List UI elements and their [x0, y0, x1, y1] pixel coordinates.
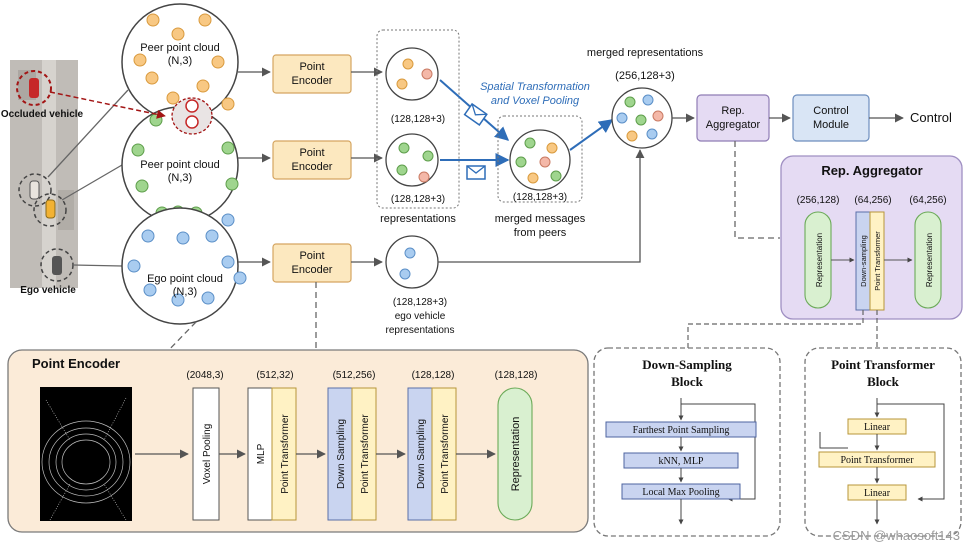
svg-text:Point Transformer: Point Transformer: [831, 357, 935, 372]
svg-text:Down Sampling: Down Sampling: [416, 419, 427, 489]
occluded-vehicle-label: Occluded vehicle: [1, 109, 84, 120]
svg-text:Block: Block: [671, 374, 704, 389]
rep-agg-detail-link: [734, 141, 780, 239]
message-envelope-icon: [463, 102, 488, 126]
ego-vehicle-label: Ego vehicle: [20, 285, 76, 296]
svg-text:kNN, MLP: kNN, MLP: [658, 456, 703, 467]
peer-cloud-1-shape: (N,3): [168, 55, 192, 67]
transform-label-2: and Voxel Pooling: [491, 95, 580, 107]
svg-text:merged messages: merged messages: [495, 213, 586, 225]
control-module-box: Control Module Control: [792, 94, 952, 142]
down-sampling-block: Down-Sampling Block Farthest Point Sampl…: [593, 347, 781, 537]
svg-text:Voxel Pooling: Voxel Pooling: [202, 424, 213, 485]
svg-text:Encoder: Encoder: [292, 161, 333, 173]
svg-text:(2048,3): (2048,3): [186, 370, 223, 381]
svg-text:Point Transformer: Point Transformer: [360, 414, 371, 494]
svg-text:Point: Point: [299, 250, 324, 262]
occluded-vehicle-marker: [16, 70, 52, 106]
svg-text:Representation: Representation: [510, 417, 522, 492]
svg-text:Linear: Linear: [864, 488, 891, 499]
svg-text:Control: Control: [813, 105, 848, 117]
point-encoder-detail: Point Encoder (2048,3) (512,32) (512,256…: [7, 349, 589, 533]
peer-repr-2-shape: (128,128+3): [391, 194, 445, 205]
svg-text:(256,128): (256,128): [797, 195, 840, 206]
svg-text:Farthest Point Sampling: Farthest Point Sampling: [633, 425, 730, 436]
transform-label-1: Spatial Transformation: [480, 81, 590, 93]
svg-text:Block: Block: [867, 374, 900, 389]
svg-text:Representation: Representation: [925, 233, 934, 287]
svg-text:representations: representations: [386, 325, 455, 336]
svg-text:Module: Module: [813, 119, 849, 131]
scene-connectors: [47, 89, 129, 267]
svg-text:(64,256): (64,256): [909, 195, 946, 206]
svg-text:ego vehicle: ego vehicle: [395, 311, 446, 322]
svg-text:Local Max Pooling: Local Max Pooling: [642, 487, 719, 498]
svg-text:(128,128): (128,128): [412, 370, 455, 381]
svg-text:Rep.: Rep.: [721, 105, 744, 117]
ego-representation: (128,128+3) ego vehicle representations: [385, 235, 455, 336]
svg-text:from peers: from peers: [514, 227, 567, 239]
point-encoder-2: Point Encoder: [238, 140, 383, 180]
peer-repr-1-shape: (128,128+3): [391, 114, 445, 125]
svg-text:Down-sampling: Down-sampling: [859, 235, 868, 287]
svg-text:Point Transformer: Point Transformer: [840, 455, 914, 466]
control-output-label: Control: [910, 110, 952, 125]
svg-text:Down Sampling: Down Sampling: [336, 419, 347, 489]
point-encoder-1: Point Encoder: [238, 54, 383, 94]
svg-text:Rep. Aggregator: Rep. Aggregator: [821, 163, 922, 178]
svg-text:Point: Point: [299, 147, 324, 159]
point-encoder-3: Point Encoder: [238, 243, 383, 283]
svg-text:Aggregator: Aggregator: [706, 119, 761, 131]
peer-representations-group: (128,128+3) (128,128+3) representations: [376, 29, 460, 225]
svg-text:MLP: MLP: [256, 443, 267, 464]
peer-cloud-2-shape: (N,3): [168, 172, 192, 184]
svg-text:(256,128+3): (256,128+3): [615, 70, 675, 82]
svg-text:(128,128+3): (128,128+3): [513, 192, 567, 203]
svg-text:Point: Point: [299, 61, 324, 73]
svg-text:Point Transformer: Point Transformer: [280, 414, 291, 494]
watermark: CSDN @whaosoft143: [833, 528, 960, 543]
merged-messages: (128,128+3) merged messages from peers: [495, 115, 586, 239]
point-transformer-block: Point Transformer Block Linear Point Tra…: [804, 347, 962, 537]
merged-representations: merged representations (256,128+3): [438, 47, 704, 263]
rep-aggregator-detail: Rep. Aggregator (256,128) (64,256) (64,2…: [780, 155, 963, 320]
peer-cloud-2-title: Peer point cloud: [140, 159, 220, 171]
aerial-scene: Occluded vehicle Ego vehicle: [1, 60, 84, 296]
svg-text:(512,256): (512,256): [333, 370, 376, 381]
peer-point-cloud-1: Peer point cloud (N,3): [121, 3, 239, 121]
peer-vehicle-markers: [18, 173, 67, 227]
rep-aggregator-box: Rep. Aggregator: [672, 94, 791, 142]
svg-text:Representation: Representation: [815, 233, 824, 287]
svg-text:Encoder: Encoder: [292, 264, 333, 276]
peer-cloud-1-title: Peer point cloud: [140, 42, 220, 54]
ego-cloud-title: Ego point cloud: [147, 273, 223, 285]
svg-text:(512,32): (512,32): [256, 370, 293, 381]
ego-cloud-detail-link: [129, 321, 197, 391]
ego-point-cloud: Ego point cloud (N,3): [121, 207, 247, 325]
representations-label: representations: [380, 213, 456, 225]
svg-text:Down-Sampling: Down-Sampling: [642, 357, 732, 372]
svg-text:Encoder: Encoder: [292, 75, 333, 87]
svg-text:(64,256): (64,256): [854, 195, 891, 206]
message-envelope-icon-2: [466, 165, 486, 180]
lidar-scan-image: [40, 387, 132, 521]
ego-cloud-shape: (N,3): [173, 286, 197, 298]
block-detail-links: [687, 310, 878, 348]
svg-text:Linear: Linear: [864, 422, 891, 433]
occluded-points-highlight: [49, 91, 213, 135]
svg-text:(128,128+3): (128,128+3): [393, 297, 447, 308]
spatial-transformation-arrows: Spatial Transformation and Voxel Pooling: [439, 79, 590, 180]
svg-text:Point Transformer: Point Transformer: [440, 414, 451, 494]
svg-text:merged representations: merged representations: [587, 47, 704, 59]
svg-text:(128,128): (128,128): [495, 370, 538, 381]
svg-text:Point Transformer: Point Transformer: [873, 231, 882, 291]
svg-text:Point Encoder: Point Encoder: [32, 356, 120, 371]
